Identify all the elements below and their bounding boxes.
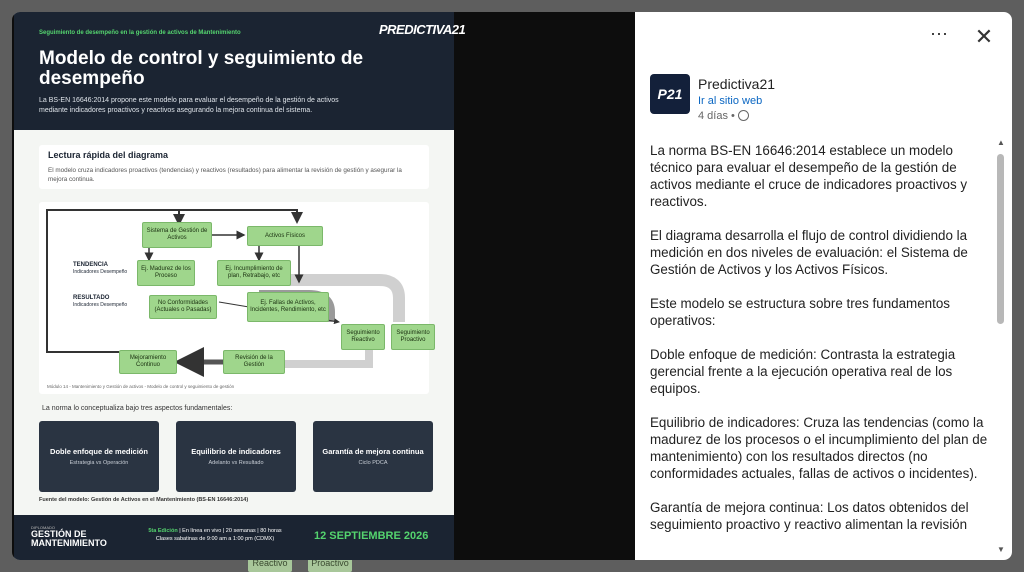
box-ej-incumplimiento: Ej. Incumplimiento de plan, Retrabajo, e… [217,260,291,286]
post-paragraph: Doble enfoque de medición: Contrasta la … [650,347,956,396]
scrollbar-thumb[interactable] [997,154,1004,324]
quick-read-heading: Lectura rápida del diagrama [48,150,169,160]
post-image: Seguimiento de desempeño en la gestión d… [14,12,466,560]
diagram-caption: Módulo 14 - Mantenimiento y Gestión de a… [47,384,235,389]
box-no-conformidades: No Conformidades (Actuales o Pasadas) [149,295,217,319]
poster-description: La BS-EN 16646:2014 propone este modelo … [39,97,339,114]
quick-read-text: El modelo cruza indicadores proactivos (… [48,167,402,183]
poster-supertitle: Seguimiento de desempeño en la gestión d… [39,30,241,36]
aspect-card-title: Doble enfoque de medición [50,447,148,456]
scrollbar[interactable]: ▲ ▼ [996,138,1006,554]
aspect-card-1: Doble enfoque de medición Estrategia vs … [39,421,159,492]
post-paragraph: Equilibrio de indicadores: Cruza las ten… [650,415,988,481]
aspect-card-title: Garantía de mejora continua [322,447,424,456]
footer-date: 12 SEPTIEMBRE 2026 [314,530,429,542]
post-paragraph: Garantía de mejora continua: Los datos o… [650,500,969,532]
box-asset-management-system: Sistema de Gestión de Activos [142,222,212,248]
box-seguimiento-proactivo: Seguimiento Proactivo [391,324,435,350]
box-mejoramiento-continuo: Mejoramiento Continuo [119,350,177,374]
post-details-panel: ⋯ ✕ P21 Predictiva21 Ir al sitio web 4 d… [635,12,1012,560]
band-tendencia-label: TENDENCIA [73,262,109,268]
footer-program-line1: GESTIÓN DE [31,529,87,539]
control-diagram: Sistema de Gestión de Activos Activos Fí… [39,202,435,394]
model-source: Fuente del modelo: Gestión de Activos en… [39,497,249,503]
box-seguimiento-reactivo: Seguimiento Reactivo [341,324,385,350]
poster-footer: DIPLOMADO GESTIÓN DE MANTENIMIENTO 5ta E… [14,515,454,560]
close-icon[interactable]: ✕ [974,24,994,49]
post-paragraph: El diagrama desarrolla el flujo de contr… [650,228,968,277]
post-age: 4 días • [698,110,749,122]
aspect-card-sub: Ciclo PDCA [358,460,388,466]
globe-icon [737,110,749,121]
aspect-card-sub: Estrategia vs Operación [69,460,129,466]
box-revision-gestion: Revisión de la Gestión [223,350,285,374]
band-tendencia-sub: Indicadores Desempeño [73,269,128,275]
band-resultado-label: RESULTADO [73,295,110,301]
box-ej-fallas: Ej. Fallas de Activos, Incidentes, Rendi… [247,292,329,322]
avatar[interactable]: P21 [650,74,690,114]
footer-schedule: Clases sabatinas de 9:00 am a 1:00 pm (C… [155,536,275,542]
aspects-intro: La norma lo conceptualiza bajo tres aspe… [42,405,233,412]
box-physical-assets: Activos Físicos [247,226,323,246]
box-ej-madurez: Ej. Madurez de los Proceso [137,260,195,286]
quick-read-box: Lectura rápida del diagrama El modelo cr… [39,145,429,189]
footer-edition: 5ta Edición [148,528,178,534]
post-age-text: 4 días • [698,110,735,122]
aspect-card-3: Garantía de mejora continua Ciclo PDCA [313,421,433,492]
band-resultado-sub: Indicadores Desempeño [73,302,128,308]
more-options-icon[interactable]: ⋯ [930,24,948,44]
poster-title: Modelo de control y seguimiento de desem… [39,48,364,89]
aspect-card-2: Equilibrio de indicadores Adelanto vs Re… [176,421,296,492]
poster-header: Seguimiento de desempeño en la gestión d… [14,12,466,130]
post-modal: Seguimiento de desempeño en la gestión d… [12,12,1012,560]
footer-diplomado: DIPLOMADO [31,525,56,530]
footer-details: 5ta Edición | En línea en vivo | 20 sema… [140,527,290,543]
aspect-card-title: Equilibrio de indicadores [191,447,281,456]
website-link[interactable]: Ir al sitio web [698,95,763,107]
footer-program-line2: MANTENIMIENTO [31,538,107,548]
scroll-down-icon[interactable]: ▼ [997,545,1005,554]
aspect-card-sub: Adelanto vs Resultado [208,460,264,466]
scroll-up-icon[interactable]: ▲ [997,138,1005,147]
post-paragraph: Este modelo se estructura sobre tres fun… [650,296,950,328]
author-name[interactable]: Predictiva21 [698,76,776,92]
poster-logo: PREDICTIVA21 [379,22,466,37]
post-paragraph: La norma BS-EN 16646:2014 establece un m… [650,143,968,209]
footer-details-text: | En línea en vivo | 20 semanas | 80 hor… [179,528,282,534]
post-text: La norma BS-EN 16646:2014 establece un m… [650,142,988,560]
